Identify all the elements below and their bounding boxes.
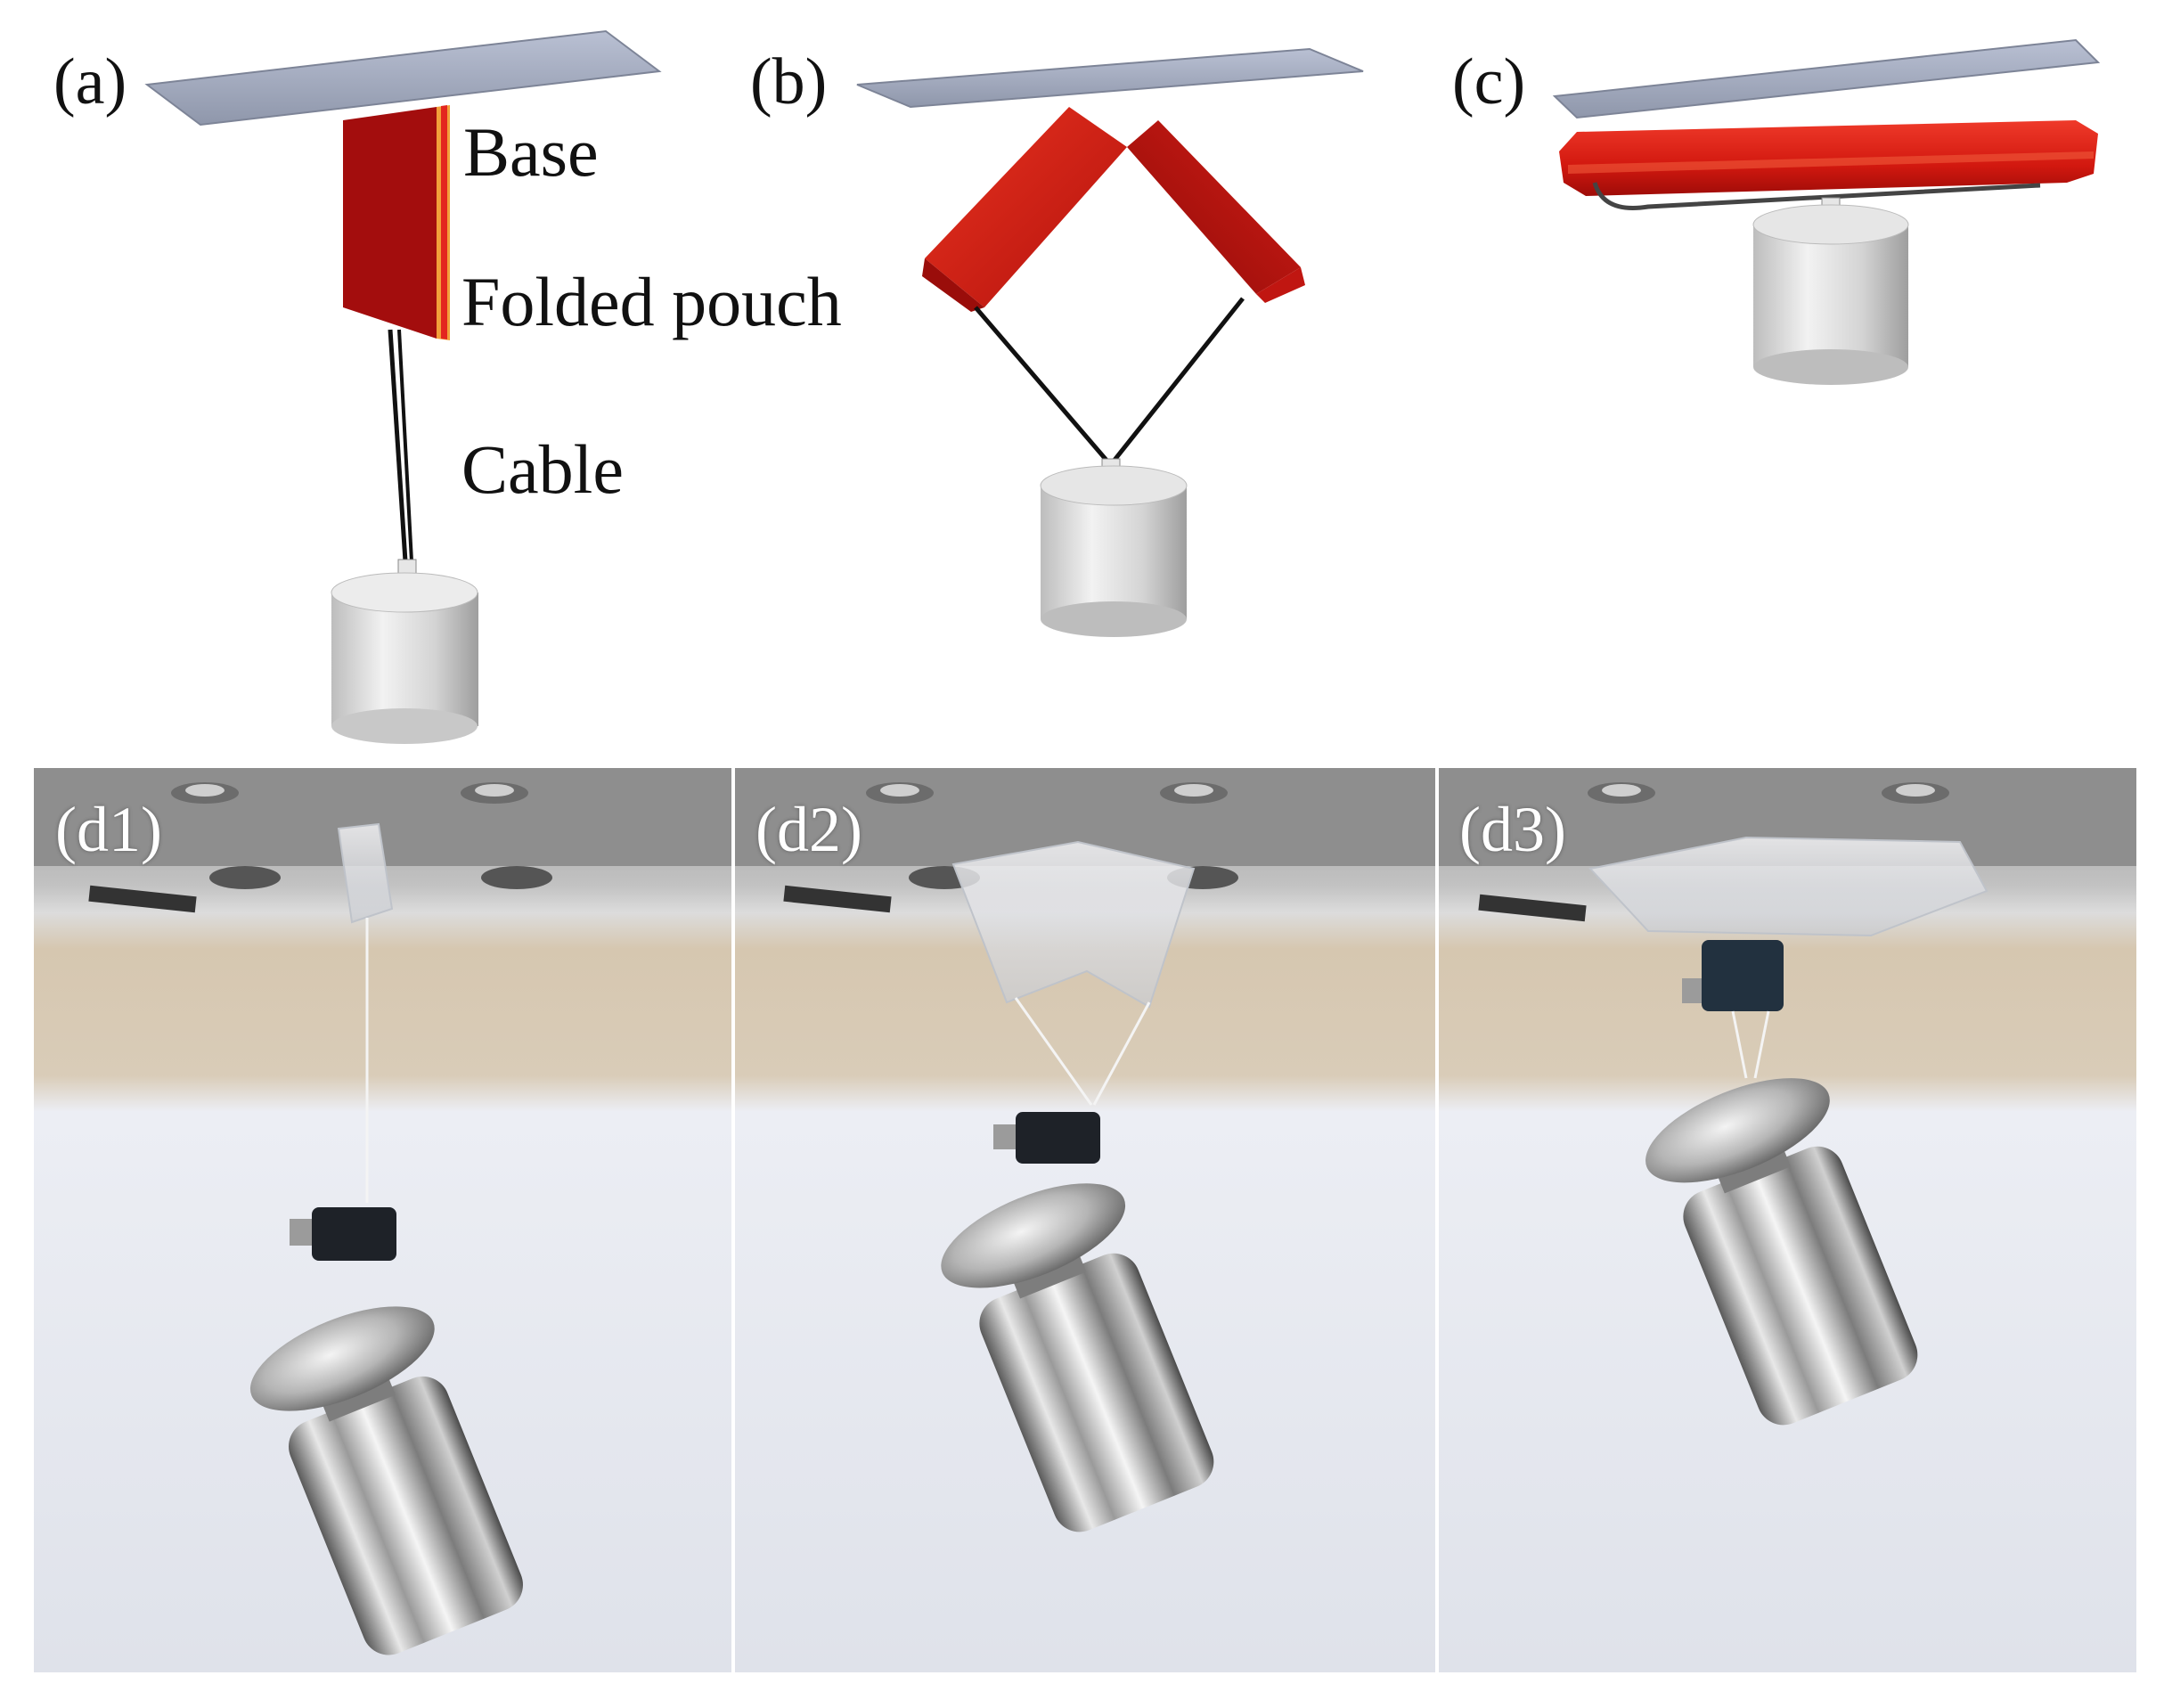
photo-d1	[34, 768, 733, 1672]
steel-weight	[941, 1183, 1214, 1532]
panel-a	[144, 29, 662, 744]
base-plate	[856, 47, 1364, 109]
folded-pouch-front	[343, 107, 437, 339]
panel-label-a: (a)	[53, 45, 127, 118]
cable	[1731, 1010, 1748, 1079]
panel-label-d2: (d2)	[755, 794, 862, 865]
annotation-folded-pouch: Folded pouch	[461, 263, 842, 340]
steel-weight	[1645, 1078, 1918, 1426]
weight-cylinder	[331, 572, 478, 744]
base-plate	[1552, 38, 2101, 119]
pouch-right-arm	[1127, 120, 1301, 294]
base-plate	[144, 29, 662, 127]
weight-cylinder	[1040, 465, 1188, 637]
folded-pouch	[337, 822, 394, 924]
weight-cylinder	[1752, 204, 1909, 385]
hook	[993, 1112, 1100, 1164]
cable	[1014, 997, 1093, 1106]
hook	[1682, 940, 1784, 1011]
panel-label-c: (c)	[1452, 45, 1526, 118]
cable	[388, 329, 408, 562]
photo-d3	[1437, 768, 2136, 1672]
folded-pouch	[1588, 836, 1988, 937]
photo-d2	[733, 768, 1437, 1672]
panel-label-d3: (d3)	[1459, 794, 1566, 865]
cable	[974, 306, 1111, 465]
panel-label-d1: (d1)	[55, 794, 162, 865]
pouch-inflated	[1559, 120, 2098, 196]
annotation-cable: Cable	[461, 430, 624, 508]
folded-pouch	[951, 840, 1196, 1009]
steel-weight	[249, 1306, 523, 1655]
panel-c	[1552, 38, 2101, 385]
cable	[1592, 182, 2041, 210]
pouch-left-arm	[925, 107, 1127, 307]
annotation-base: Base	[463, 113, 599, 191]
panel-b	[856, 47, 1364, 637]
hook	[290, 1207, 396, 1261]
panel-label-b: (b)	[750, 45, 828, 118]
